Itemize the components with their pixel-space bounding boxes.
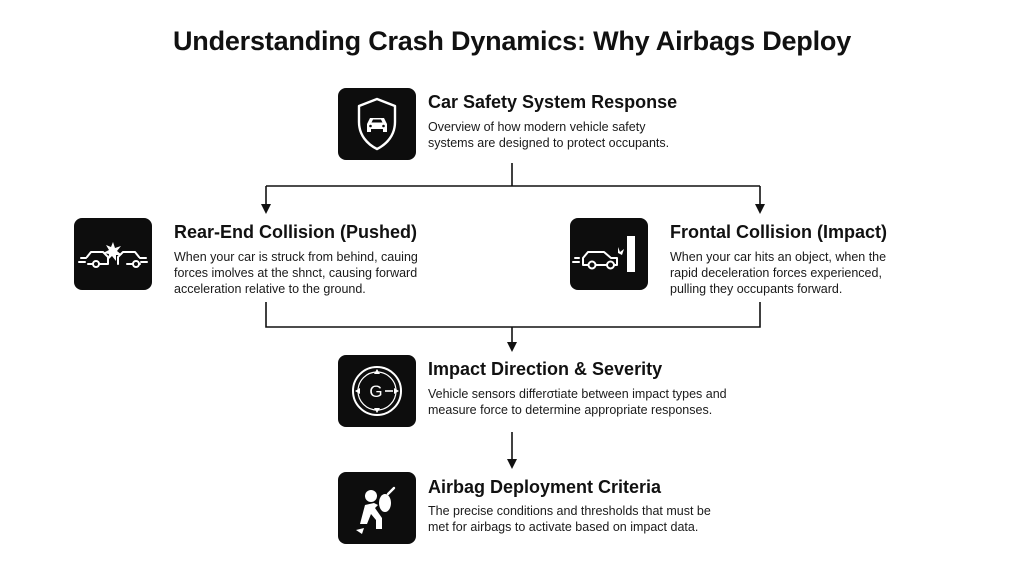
rear-collision-icon [74,218,152,290]
node-title-direction: Impact Direction & Severity [428,359,663,379]
node-desc-airbag: The precise conditions and thresholds th… [428,504,711,534]
node-desc-rear: When your car is struck from behind, cau… [174,250,418,296]
page-title: Understanding Crash Dynamics: Why Airbag… [172,26,852,56]
shield-car-icon [338,88,416,160]
g-letter: G [369,382,382,401]
g-force-sensor-icon: G [338,355,416,427]
connector-merge [265,302,761,328]
node-title-airbag: Airbag Deployment Criteria [428,477,662,497]
node-title-system: Car Safety System Response [428,92,678,112]
node-title-frontal: Frontal Collision (Impact) [670,222,888,242]
node-desc-system: Overview of how modern vehicle safety sy… [428,120,670,150]
connector-system-split [266,163,760,187]
airbag-occupant-icon [338,472,416,544]
node-title-rear: Rear-End Collision (Pushed) [174,222,418,242]
node-desc-frontal: When your car hits an object, when the r… [670,250,887,296]
node-desc-direction: Vehicle sensors differσtiate between imp… [428,387,727,417]
frontal-collision-icon [570,218,648,290]
